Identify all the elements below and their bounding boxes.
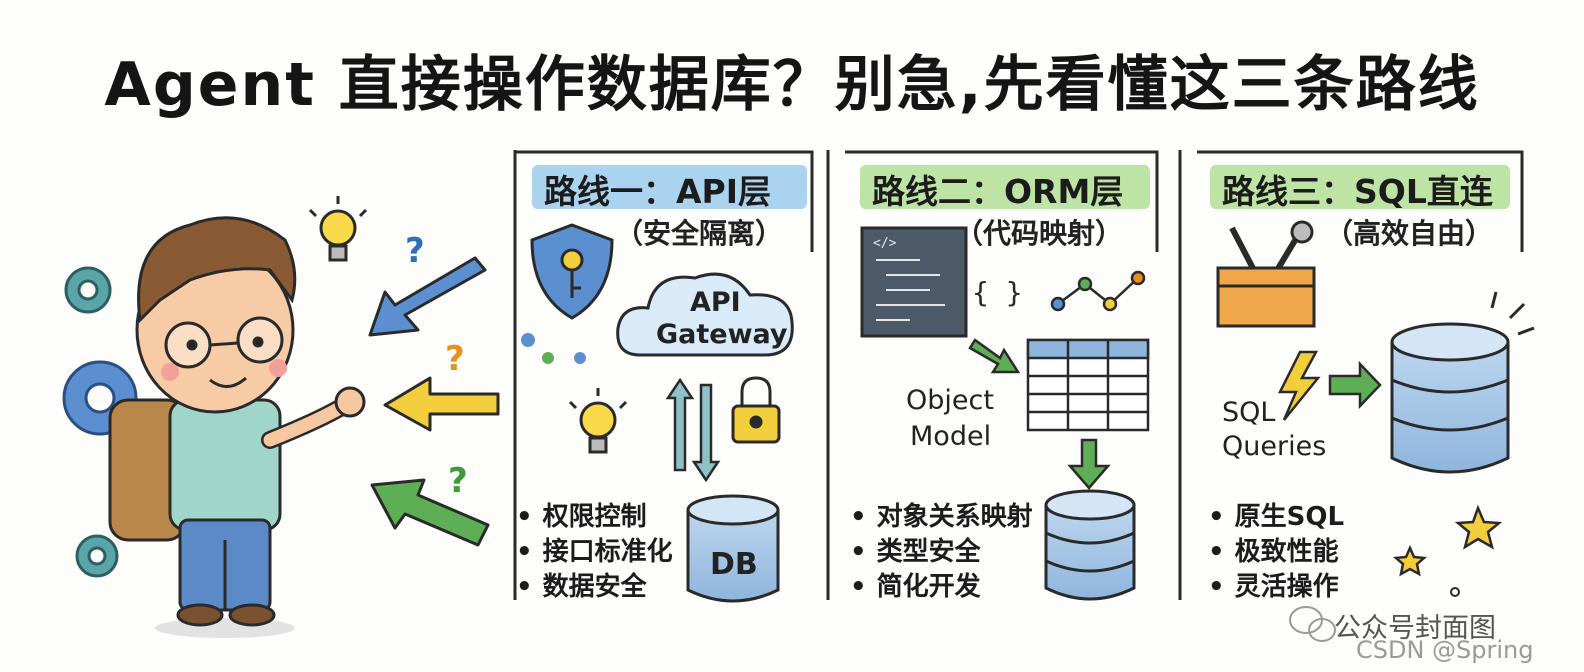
arrow-icon [368,256,487,337]
page-title: Agent 直接操作数据库？别急,先看懂这三条路线 [104,50,1480,120]
list-item: 类型安全 [850,535,1033,570]
dots [521,333,586,364]
line-chart-icon [1050,270,1146,312]
list-item: 对象关系映射 [850,500,1033,535]
code-window-icon: </> [860,226,968,338]
route-2-heading: 路线二：ORM层 [872,172,1124,211]
db-label: DB [710,547,758,582]
dot [1450,587,1460,597]
arrow-icon [968,338,1021,374]
lightbulb-icon [568,388,628,454]
question-icon: ? [448,461,468,501]
gear-icon [75,534,119,578]
arrow-icon [383,376,500,432]
api-gateway-label-line2: Gateway [656,319,788,350]
table-icon [1026,338,1150,432]
lightbulb-icon [308,196,368,262]
lock-icon [731,376,781,444]
route-1-heading: 路线一：API层 [544,172,772,211]
list-item: 原生SQL [1208,500,1344,535]
toolbox-icon [1216,220,1316,328]
list-item: 数据安全 [516,570,673,605]
svg-text:?: ? [405,231,425,271]
list-item: 接口标准化 [516,535,673,570]
list-item: 权限控制 [516,500,673,535]
cloud-icon [616,272,794,357]
route-3-heading: 路线三：SQL直连 [1222,172,1493,211]
svg-text:?: ? [448,461,468,501]
sql-queries-label-line2: Queries [1222,431,1327,462]
route-3-bullets: 原生SQL 极致性能 灵活操作 [1208,500,1344,605]
list-item: 灵活操作 [1208,570,1344,605]
character [108,216,366,638]
route-3-highlight [1210,165,1510,209]
sparkle-lines [1490,291,1535,336]
route-2-highlight [860,165,1150,209]
route-2-frame [845,150,1159,252]
sync-arrows-icon [665,377,721,483]
star-icon [1454,504,1503,550]
object-model-label-line2: Model [910,421,992,452]
route-3-frame [1197,150,1524,252]
wechat-icon [1289,606,1336,642]
arrow-icon [1067,438,1111,490]
database-icon [686,494,780,603]
shield-icon [530,223,614,320]
sql-queries-label-line1: SQL [1222,397,1276,428]
star-icon [1392,544,1428,577]
watermark-text: 公众号封面图 [1334,613,1496,644]
question-icon: ? [445,339,465,379]
api-gateway-label-line1: API [690,287,741,318]
lightning-icon [1277,350,1321,421]
route-1-bullets: 权限控制 接口标准化 数据安全 [516,500,673,605]
list-item: 简化开发 [850,570,1033,605]
route-1-frame [515,150,814,252]
list-item: 极致性能 [1208,535,1344,570]
source-mark: CSDN @Spring [1356,636,1534,664]
route-1-subtitle: （安全隔离） [615,217,784,250]
code-braces: { } [972,276,1023,309]
question-icon: ? [405,231,425,271]
gear-icon [64,266,112,314]
route-2-subtitle: （代码映射） [955,217,1124,250]
key-icon [560,248,584,272]
svg-text:?: ? [445,339,465,379]
arrow-icon [370,478,490,547]
database-icon [1390,322,1510,474]
route-2-bullets: 对象关系映射 类型安全 简化开发 [850,500,1033,605]
route-1-highlight [532,165,807,209]
database-icon [1044,489,1136,601]
arrow-icon [1328,360,1382,410]
route-3-subtitle: （高效自由） [1325,217,1494,250]
object-model-label-line1: Object [906,385,994,416]
svg-text:</>: </> [873,236,897,251]
